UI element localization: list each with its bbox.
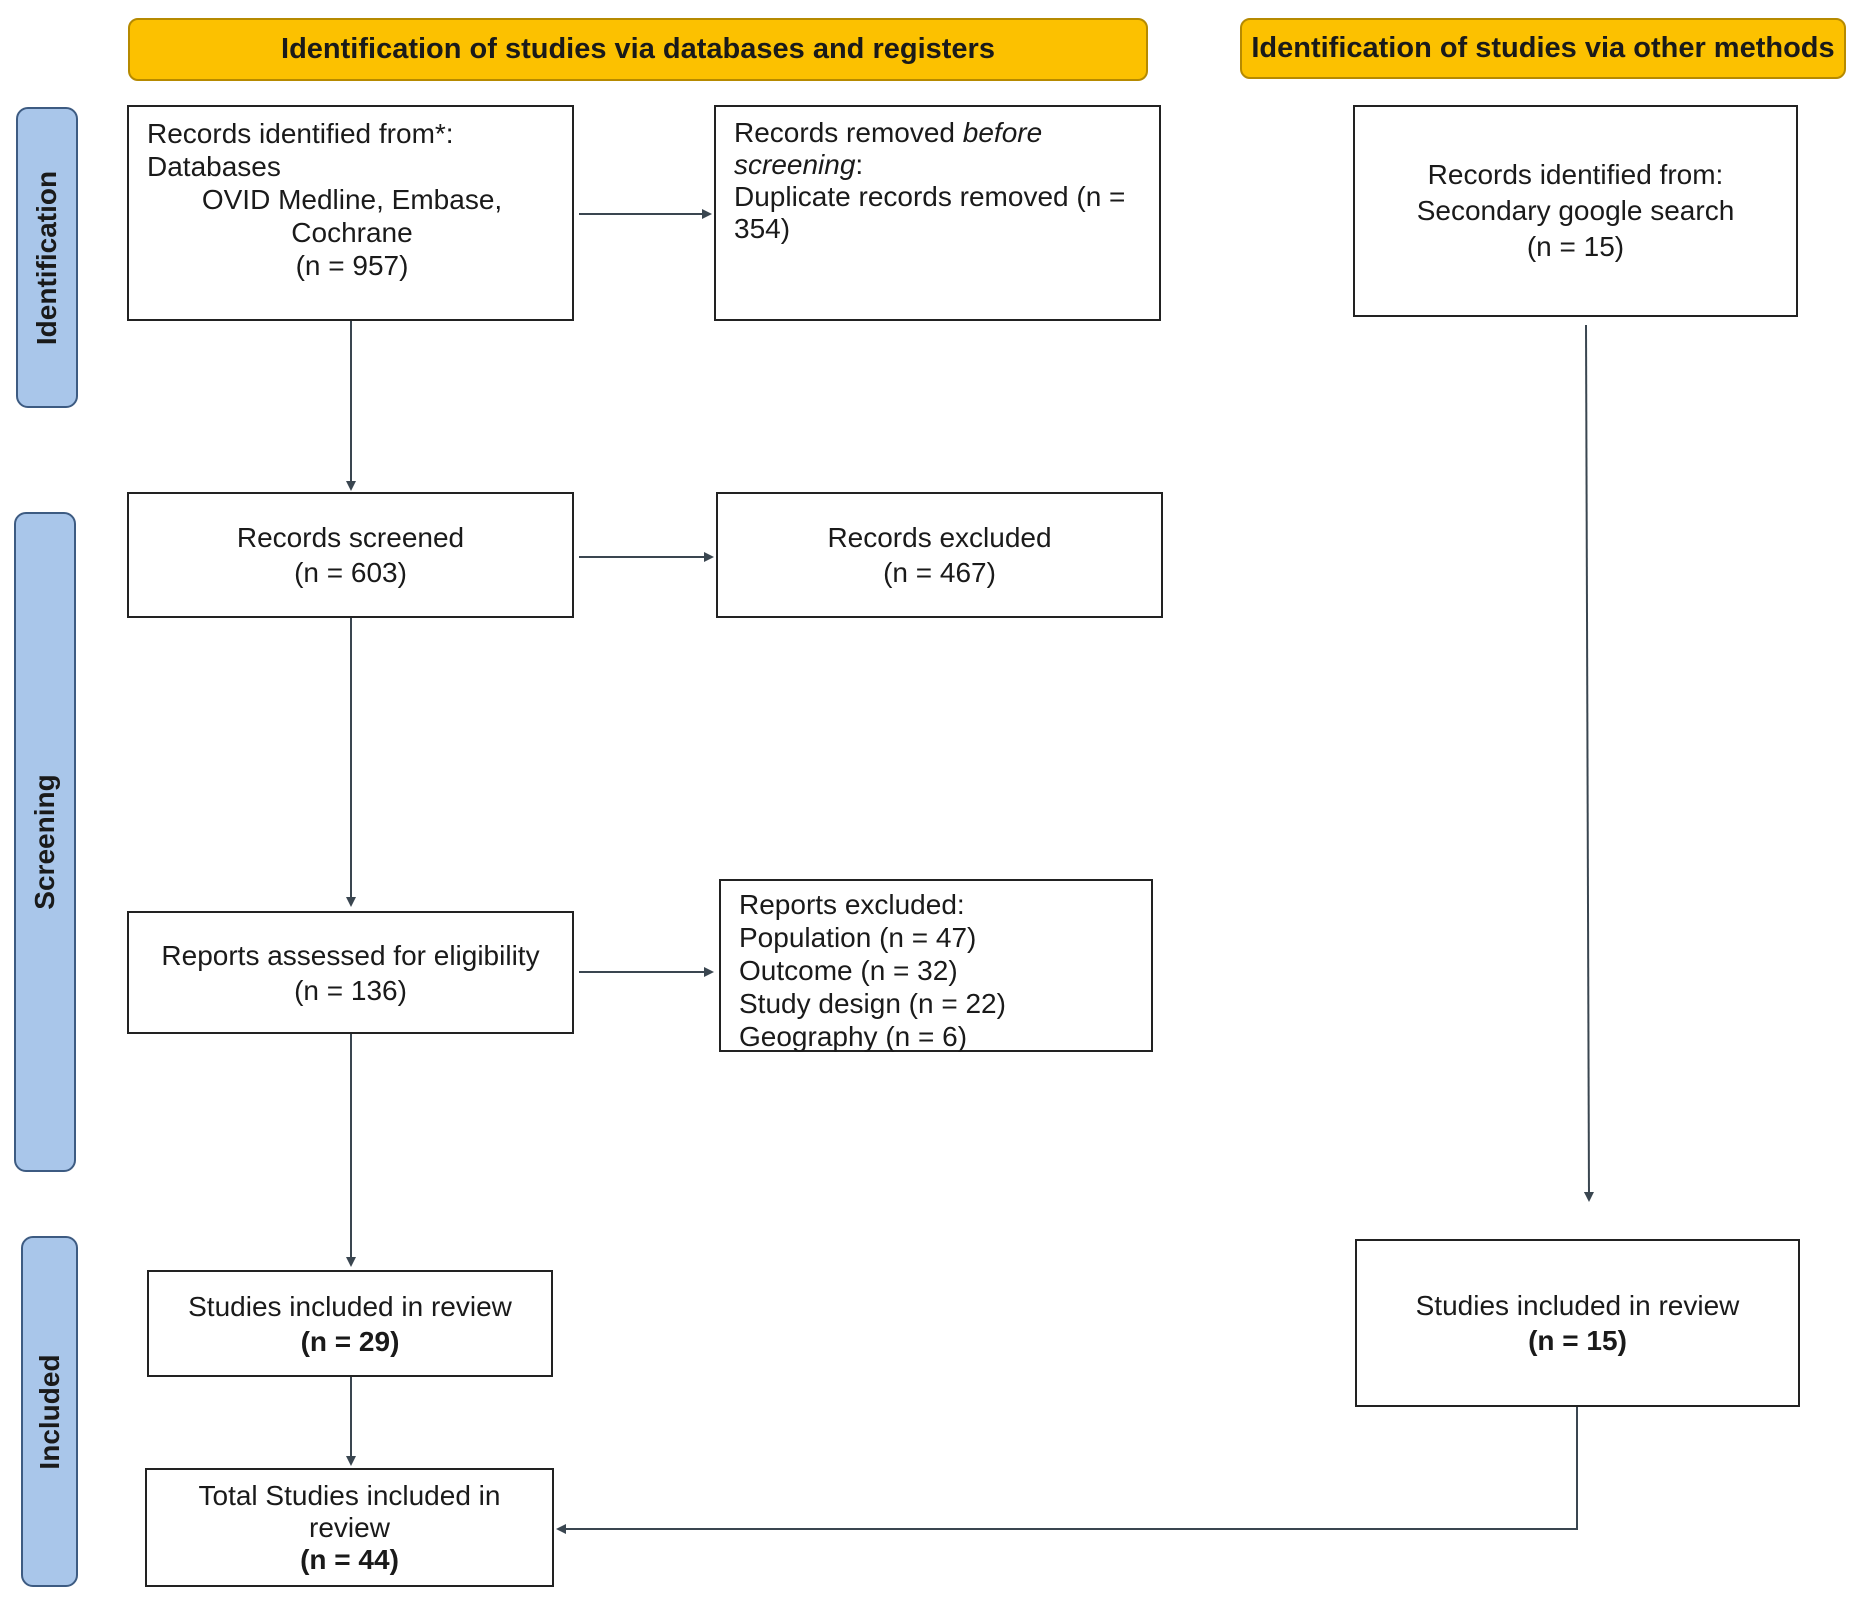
reports-excluded-population: Population (n = 47) — [739, 922, 977, 953]
records-removed-line2: screening: — [734, 149, 1159, 181]
total-included-count: (n = 44) — [300, 1543, 399, 1575]
reports-assessed-line1: Reports assessed for eligibility — [161, 939, 540, 971]
records-excluded-box: Records excluded (n = 467) — [716, 492, 1163, 618]
total-included-box: Total Studies included in review (n = 44… — [145, 1468, 554, 1587]
reports-excluded-line1: Reports excluded: — [739, 889, 965, 920]
reports-excluded-outcome: Outcome (n = 32) — [739, 955, 958, 986]
records-excluded-count: (n = 467) — [883, 557, 996, 588]
records-identified-line4: Cochrane — [291, 217, 413, 248]
records-excluded-line1: Records excluded — [827, 522, 1052, 553]
reports-assessed-count: (n = 136) — [294, 974, 407, 1006]
arrow-other-included-to-total — [556, 1407, 1578, 1534]
records-screened-count: (n = 603) — [294, 557, 407, 588]
records-screened-box: Records screened (n = 603) — [127, 492, 574, 618]
phase-screening: Screening — [14, 512, 76, 1172]
arrow-other-identified-to-included — [1583, 324, 1594, 1202]
records-identified-line3: OVID Medline, Embase, — [201, 184, 503, 215]
reports-assessed-box: Reports assessed for eligibility (n = 13… — [127, 911, 574, 1034]
header-other-label: Identification of studies via other meth… — [1251, 32, 1835, 64]
header-other-methods: Identification of studies via other meth… — [1240, 18, 1846, 79]
records-identified-count: (n = 957) — [295, 250, 409, 281]
total-included-line1: Total Studies included in — [198, 1479, 501, 1511]
records-removed-text: Records removed — [734, 117, 963, 148]
studies-included-db-count: (n = 29) — [300, 1325, 400, 1357]
studies-included-db-line1: Studies included in review — [188, 1290, 512, 1322]
phase-identification: Identification — [16, 107, 78, 408]
reports-excluded-study-design: Study design (n = 22) — [739, 988, 1006, 1019]
records-removed-before: before — [962, 117, 1043, 148]
records-screened-line1: Records screened — [236, 522, 465, 553]
studies-included-other-box: Studies included in review (n = 15) — [1355, 1239, 1800, 1407]
studies-included-other-count: (n = 15) — [1528, 1325, 1627, 1356]
records-removed-line1: Records removed before — [734, 117, 1159, 149]
other-identified-line2: Secondary google search — [1416, 195, 1735, 226]
records-identified-line2: Databases — [147, 151, 281, 182]
records-removed-screening: screening — [734, 149, 856, 180]
reports-excluded-geography: Geography (n = 6) — [739, 1021, 968, 1052]
records-identified-line1: Records identified from*: — [147, 118, 454, 149]
phase-included: Included — [21, 1236, 78, 1587]
records-identified-box: Records identified from*: Databases OVID… — [127, 105, 574, 321]
total-included-line2: review — [309, 1511, 390, 1543]
header-databases-label: Identification of studies via databases … — [281, 33, 995, 65]
header-databases: Identification of studies via databases … — [128, 18, 1148, 81]
records-removed-line4: 354) — [734, 213, 791, 244]
studies-included-db-box: Studies included in review (n = 29) — [147, 1270, 553, 1377]
other-identified-line1: Records identified from: — [1427, 159, 1724, 190]
other-records-identified-box: Records identified from: Secondary googl… — [1353, 105, 1798, 317]
records-removed-box: Records removed before screening: Duplic… — [714, 105, 1161, 321]
other-identified-count: (n = 15) — [1526, 231, 1625, 262]
reports-excluded-box: Reports excluded: Population (n = 47) Ou… — [719, 879, 1153, 1052]
studies-included-other-line1: Studies included in review — [1415, 1290, 1740, 1321]
records-removed-colon: : — [855, 149, 864, 180]
records-removed-line3: Duplicate records removed (n = — [734, 181, 1126, 212]
